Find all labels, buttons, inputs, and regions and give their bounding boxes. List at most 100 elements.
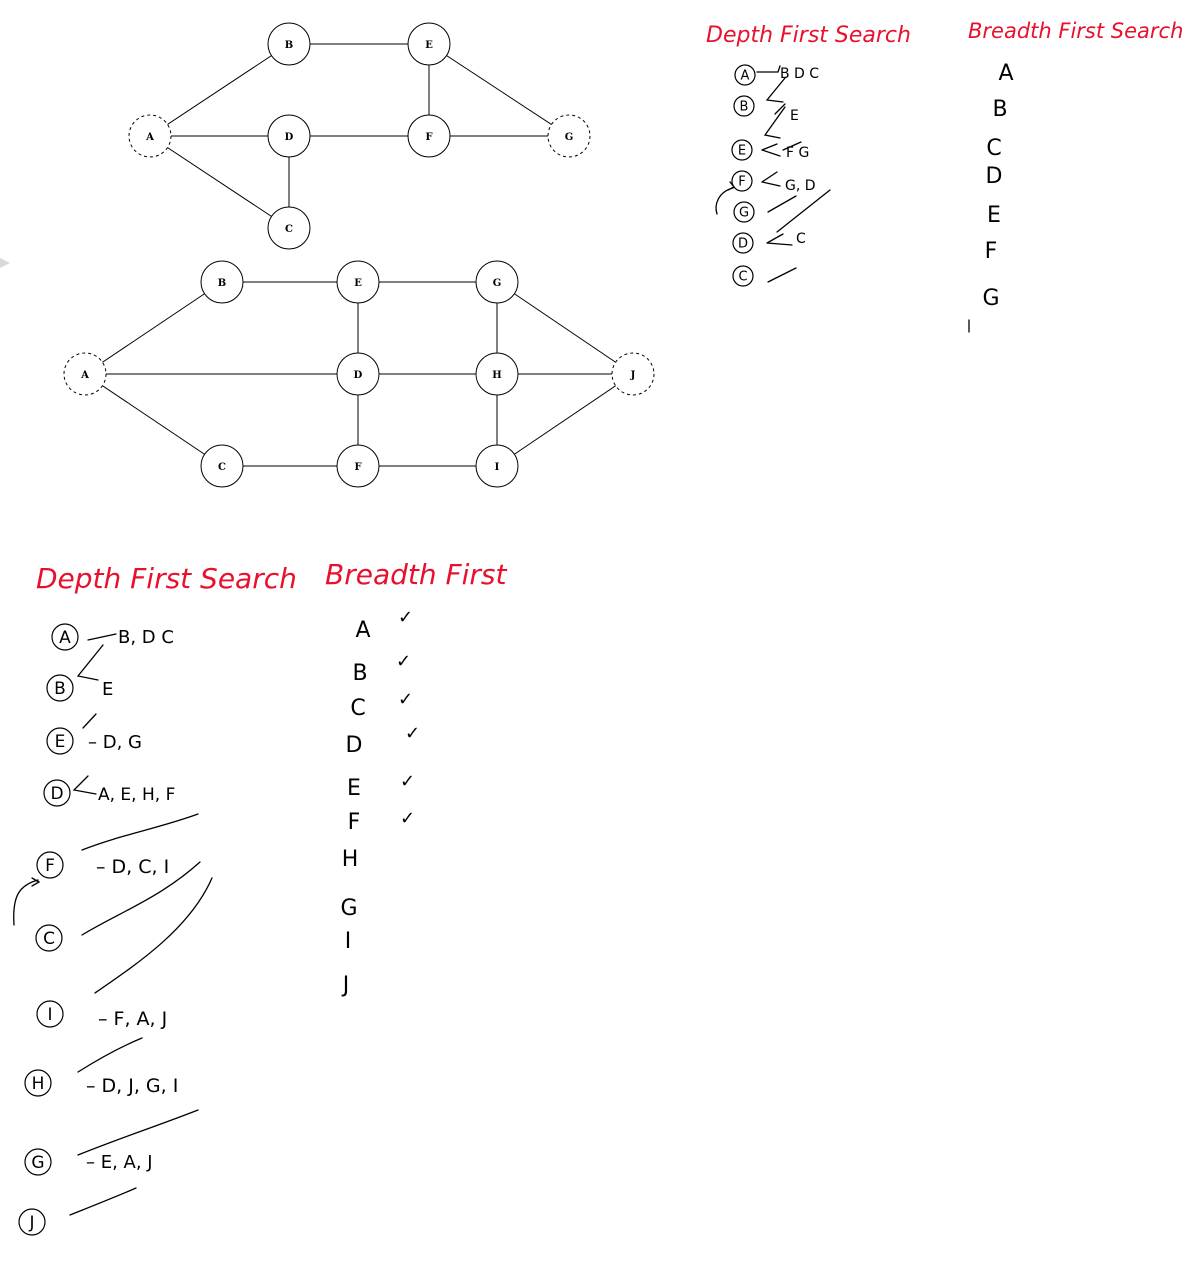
graph-1-edges	[149, 43, 570, 229]
graph2-node-e: E	[336, 260, 380, 304]
bfs2-check-5: ✓	[400, 808, 415, 829]
dfs2-stroke	[77, 1109, 199, 1156]
dfs2-stack-letter: F	[45, 856, 55, 876]
dfs2-annotation-a: B, D C	[118, 627, 174, 648]
bfs1-item-g: G	[982, 286, 999, 311]
dfs1-stroke	[782, 141, 802, 151]
graph1-node-label: E	[425, 40, 433, 51]
graph2-node-f: F	[336, 444, 380, 488]
dfs2-circle	[51, 623, 79, 651]
dfs2-annotation-h: – D, J, G, I	[86, 1075, 178, 1097]
dfs2-stack-letter: E	[55, 732, 66, 752]
dfs2-stack-item-g: G	[24, 1148, 52, 1176]
graph2-node-label: D	[354, 370, 363, 381]
dfs2-stroke	[76, 644, 104, 681]
graph1-edge-e-g	[428, 43, 570, 137]
graph1-node-circle	[128, 114, 172, 158]
graph2-node-b: B	[200, 260, 244, 304]
graph2-node-d: D	[336, 352, 380, 396]
graph2-node-label: C	[218, 462, 226, 473]
dfs1-annotation-a: B D C	[780, 66, 819, 82]
dfs2-stack-item-i: I	[36, 1000, 64, 1028]
dfs1-stroke	[767, 195, 797, 213]
graph2-node-circle	[475, 260, 519, 304]
dfs1-circle	[733, 201, 755, 223]
graph2-edge-a-c	[84, 373, 223, 467]
bfs1-item-e: E	[987, 203, 1001, 228]
graph2-node-c: C	[200, 444, 244, 488]
dfs1-stack-item-c: C	[732, 265, 754, 287]
graph1-node-c: C	[267, 206, 311, 250]
bfs-title-1: Breadth First Search	[968, 19, 1183, 43]
dfs2-stroke	[81, 861, 201, 936]
dfs2-circle	[36, 851, 64, 879]
dfs1-stroke	[774, 103, 786, 115]
dfs2-circle	[43, 779, 71, 807]
graph1-node-label: B	[285, 40, 293, 51]
bfs2-item-d: D	[346, 733, 363, 758]
graph1-node-label: F	[425, 132, 432, 143]
graph1-edge-a-c	[149, 135, 290, 229]
page-marker	[0, 258, 10, 268]
dfs2-circle	[24, 1148, 52, 1176]
dfs1-annotation-f: G, D	[785, 178, 816, 194]
graph2-node-circle	[336, 352, 380, 396]
dfs2-stack-letter: I	[47, 1005, 52, 1025]
bfs1-item-c: C	[986, 136, 1001, 161]
bfs1-item-a: A	[998, 61, 1013, 86]
dfs2-annotation-f: – D, C, I	[96, 856, 169, 878]
bfs2-check-2: ✓	[398, 689, 413, 710]
graph2-node-j: J	[611, 352, 655, 396]
dfs1-stroke	[776, 189, 831, 233]
graph2-node-circle	[611, 352, 655, 396]
dfs1-stack-item-f: F	[731, 170, 753, 192]
bfs2-item-c: C	[350, 696, 365, 721]
graph2-node-circle	[475, 444, 519, 488]
dfs2-stack-letter: C	[43, 929, 55, 949]
dfs1-circle	[732, 232, 754, 254]
graph2-node-circle	[336, 260, 380, 304]
graph2-node-label: H	[492, 370, 501, 381]
graph2-node-circle	[200, 444, 244, 488]
dfs-title-1: Depth First Search	[706, 23, 911, 48]
graph2-node-i: I	[475, 444, 519, 488]
graph1-node-circle	[407, 114, 451, 158]
graph2-node-label: E	[354, 278, 362, 289]
dfs1-backtrack-arrow	[715, 181, 736, 215]
bfs2-check-1: ✓	[396, 651, 411, 672]
graph1-node-d: D	[267, 114, 311, 158]
dfs2-stack-letter: H	[32, 1074, 45, 1094]
dfs1-circle	[734, 64, 756, 86]
graph2-node-circle	[63, 352, 107, 396]
dfs2-annotation-g: – E, A, J	[86, 1152, 153, 1173]
dfs2-stroke	[87, 633, 117, 641]
dfs1-stack-letter: B	[740, 100, 749, 115]
dfs2-annotation-b: E	[102, 679, 113, 700]
graph2-edge-a-b	[84, 281, 223, 375]
notes-2: Depth First Search Breadth First ABEDFCI…	[13, 558, 507, 1236]
bfs2-item-i: I	[345, 929, 352, 954]
bfs2-check-4: ✓	[400, 771, 415, 792]
dfs2-stack-item-e: E	[46, 727, 74, 755]
dfs2-stack-item-d: D	[43, 779, 71, 807]
graph1-node-circle	[267, 114, 311, 158]
bfs2-item-j: J	[341, 973, 350, 998]
dfs2-stack-item-c: C	[35, 924, 63, 952]
graph1-node-label: C	[285, 224, 293, 235]
dfs1-circle	[733, 95, 755, 117]
graph1-node-label: G	[565, 132, 574, 143]
dfs1-stack-item-d: D	[732, 232, 754, 254]
dfs1-stroke	[761, 171, 781, 187]
bfs1-item-b: B	[992, 97, 1007, 122]
dfs2-annotation-e: – D, G	[88, 732, 142, 753]
bfs2-item-b: B	[352, 661, 367, 686]
dfs2-stack-item-b: B	[46, 674, 74, 702]
dfs2-circle	[18, 1208, 46, 1236]
